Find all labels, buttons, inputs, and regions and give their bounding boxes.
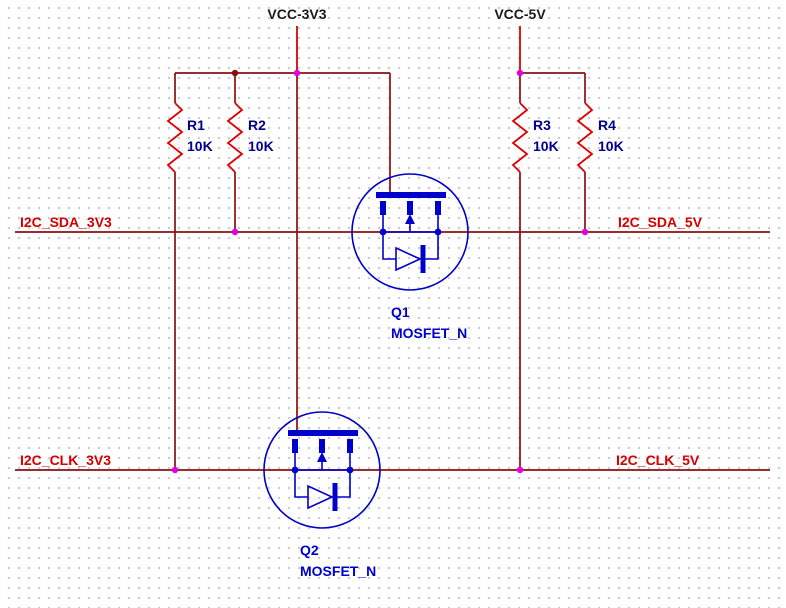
diode-anode-lead [294,470,308,498]
junction-dot [171,466,179,474]
resistor-value: 10K [598,138,624,154]
wires[interactable] [15,72,770,471]
transistor-Q2[interactable]: Q2 MOSFET_N [263,411,381,579]
diode-anode-lead [382,232,396,260]
resistor-R3[interactable]: R3 10K [511,73,559,470]
junction-dot [516,69,524,77]
transistor-part: MOSFET_N [391,325,467,341]
resistor-ref: R3 [533,117,551,133]
resistor-value: 10K [187,138,213,154]
transistor-part: MOSFET_N [300,563,376,579]
mosfet-body-circle [263,411,381,529]
power-label: VCC-5V [494,6,546,22]
mosfet-arrow-icon [317,452,327,462]
mosfet-arrow-icon [405,214,415,224]
transistor-Q1[interactable]: Q1 MOSFET_N [351,173,469,341]
resistor-R1[interactable]: R1 10K [166,73,213,470]
junction-dot [581,228,589,236]
junction-dot [231,69,239,77]
junction-dots [171,69,589,474]
net-label-i2c-clk-5v[interactable]: I2C_CLK_5V [616,452,700,468]
diode-triangle-icon [395,246,422,272]
diode-triangle-icon [307,484,334,510]
resistor-R2[interactable]: R2 10K [226,73,274,232]
resistor-zigzag [166,102,184,173]
transistor-ref: Q1 [391,304,410,320]
junction-dot [516,466,524,474]
resistor-zigzag [511,102,529,173]
resistor-ref: R2 [248,117,266,133]
diode-cathode-lead [423,232,439,260]
resistor-value: 10K [248,138,274,154]
resistor-zigzag [576,102,594,173]
power-net-vcc-5v[interactable]: VCC-5V [494,6,546,73]
junction-dot [293,69,301,77]
transistor-ref: Q2 [300,542,319,558]
diode-cathode-lead [335,470,351,498]
net-label-i2c-sda-3v3[interactable]: I2C_SDA_3V3 [20,214,112,230]
resistor-R4[interactable]: R4 10K [576,73,624,232]
mosfet-body-circle [351,173,469,291]
net-label-i2c-clk-3v3[interactable]: I2C_CLK_3V3 [20,452,111,468]
power-label: VCC-3V3 [267,6,326,22]
net-label-i2c-sda-5v[interactable]: I2C_SDA_5V [618,214,703,230]
power-net-vcc-3v3[interactable]: VCC-3V3 [267,6,327,73]
resistor-ref: R1 [187,117,205,133]
resistor-value: 10K [533,138,559,154]
junction-dot [231,228,239,236]
resistor-ref: R4 [598,117,616,133]
resistor-zigzag [226,102,244,173]
